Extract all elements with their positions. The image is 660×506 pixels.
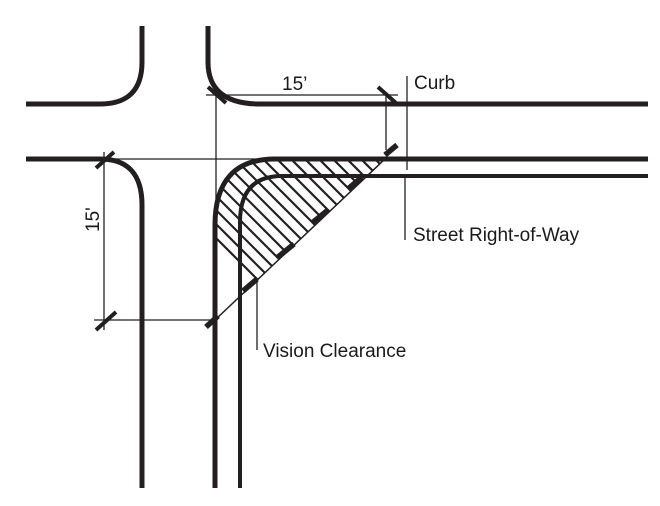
tick-left-bottom — [94, 310, 118, 332]
curb-top-right-corner — [205, 26, 648, 107]
dimension-lines — [94, 76, 408, 350]
curb-top-left-corner — [26, 26, 145, 107]
dimension-label-left: 15' — [83, 207, 104, 232]
vision-clearance-label: Vision Clearance — [263, 341, 407, 362]
street-right-of-way-label: Street Right-of-Way — [413, 225, 580, 246]
right-of-way-line — [238, 174, 648, 488]
dimension-label-top: 15’ — [282, 74, 308, 95]
vision-clearance-edge — [214, 157, 387, 321]
tick-top-right — [376, 85, 398, 105]
tick-marks — [94, 85, 398, 332]
curb-bottom-right-corner — [212, 156, 648, 488]
clearance-dash-markers — [204, 142, 399, 330]
curb-label: Curb — [414, 73, 456, 94]
tick-top-left — [206, 85, 228, 105]
tick-left-top — [94, 150, 116, 170]
